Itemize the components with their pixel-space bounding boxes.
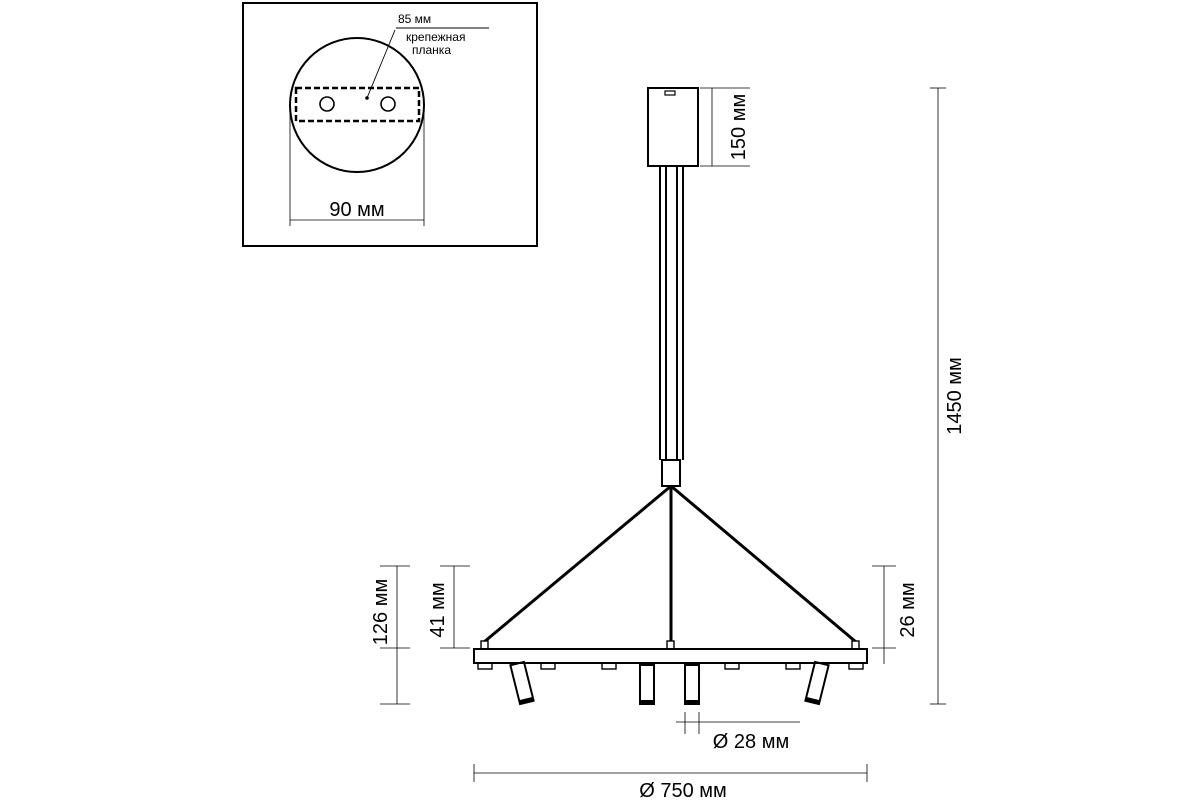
inset-frame [242,2,538,247]
dim-41-label: 41 мм [427,582,449,637]
spotlight-left-tilted [509,660,535,706]
mounting-hole-right [380,96,396,112]
canopy-base-circle [289,37,425,173]
bracket-leader-line [366,29,396,99]
cable-clamp-center [666,640,675,650]
cable-clamp-right [851,640,860,650]
spotlight-right-tilted [804,660,830,706]
dim-28-label: Ø 28 мм [713,731,789,753]
mount-tab [477,662,493,670]
dim-26-label: 26 мм [897,582,919,637]
bracket-label-line2: планка [412,43,451,57]
dim-1450-label: 1450 мм [944,357,966,435]
bracket-label-line1: крепежная [406,30,465,44]
cable-left [483,484,672,644]
mount-tab [848,662,864,670]
mount-tab [724,662,740,670]
chandelier [473,87,868,706]
mounting-hole-left [319,96,335,112]
mount-tab [785,662,801,670]
cable-clamp-left [480,640,489,650]
dim-126-label: 126 мм [370,579,392,645]
spotlight-center-right [684,664,700,705]
dimension-lines: 150 мм 1450 мм 126 мм 41 мм 26 мм Ø 28 м… [370,87,966,800]
light-ring [473,648,868,664]
spotlight-center-left [639,664,655,705]
dim-750-label: Ø 750 мм [639,780,727,800]
dim-150-label: 150 мм [728,94,750,160]
canopy-slot [664,90,676,96]
ceiling-canopy [647,87,699,167]
mount-tab [540,662,556,670]
inset-panel: 85 мм крепежная планка 90 мм [242,2,538,247]
dim-90-label: 90 мм [329,199,384,221]
cable-right [670,484,857,644]
cable-coupler [661,459,681,487]
mounting-bracket-outline [294,86,421,123]
mount-tab [601,662,617,670]
dim-85-label: 85 мм [398,12,431,26]
